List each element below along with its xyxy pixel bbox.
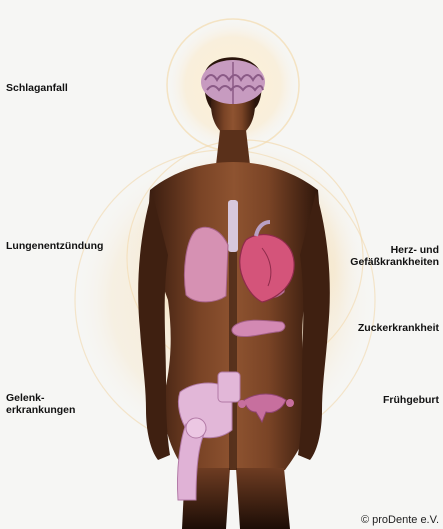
brain	[201, 60, 265, 104]
copyright-credit: © proDente e.V.	[361, 514, 439, 526]
label-diabetes: Zuckerkrankheit	[358, 322, 439, 334]
label-heart: Herz- und Gefäßkrankheiten	[350, 244, 439, 268]
human-figure	[138, 57, 330, 529]
label-joints: Gelenk- erkrankungen	[6, 392, 75, 416]
label-stroke: Schlaganfall	[6, 82, 68, 94]
label-pneumonia: Lungenentzündung	[6, 240, 103, 252]
trachea	[228, 200, 238, 252]
label-preterm: Frühgeburt	[383, 394, 439, 406]
